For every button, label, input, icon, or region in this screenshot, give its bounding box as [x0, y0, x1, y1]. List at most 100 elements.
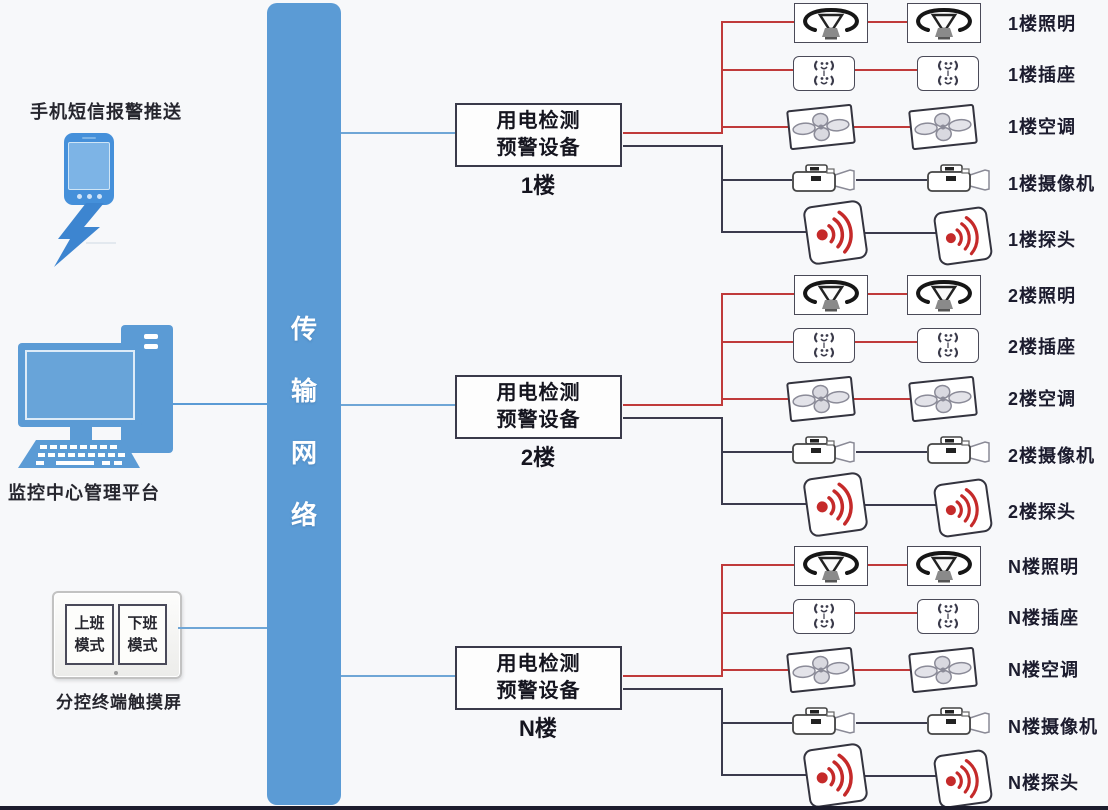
signal-branch-detector [721, 503, 807, 505]
power-line [623, 404, 722, 406]
power-branch-ac [721, 126, 789, 128]
ceiling-light-icon [794, 546, 868, 586]
signal-link-camera [856, 722, 927, 724]
lightning-icon [54, 203, 104, 267]
camera-icon [790, 434, 857, 467]
ceiling-light-icon [907, 275, 981, 315]
ceiling-light-icon [794, 3, 868, 43]
row-label-camera: 1楼摄像机 [1008, 174, 1096, 194]
power-link-ac [849, 669, 911, 671]
floor-group: 用电检测 预警设备 1楼 1楼照明 [0, 0, 1108, 267]
power-bus [721, 564, 723, 677]
wireless-link-line [86, 242, 116, 244]
power-bus [721, 21, 723, 134]
detector-icon [802, 742, 869, 809]
row-label-camera: 2楼摄像机 [1008, 446, 1096, 466]
power-branch-socket [721, 69, 794, 71]
socket-icon [917, 56, 979, 91]
ceiling-light-icon [907, 3, 981, 43]
trunk-char: 络 [290, 500, 317, 530]
detector-icon [802, 471, 869, 538]
row-label-detector: 2楼探头 [1008, 502, 1077, 522]
signal-link-camera [856, 451, 927, 453]
row-label-lighting: 1楼照明 [1008, 14, 1077, 34]
row-label-ac: 2楼空调 [1008, 389, 1077, 409]
touchscreen-network-line [178, 627, 267, 629]
power-line [623, 675, 722, 677]
floor-label: 1楼 [520, 173, 556, 198]
row-label-detector: N楼探头 [1008, 773, 1079, 793]
phone-icon [64, 133, 114, 205]
floor-label: 2楼 [520, 445, 556, 470]
touchscreen-label: 分控终端触摸屏 [56, 693, 182, 712]
signal-branch-detector [721, 774, 807, 776]
network-to-device-line [341, 404, 455, 406]
computer-network-line [172, 403, 267, 405]
ceiling-light-icon [794, 275, 868, 315]
row-label-socket: 1楼插座 [1008, 65, 1077, 85]
panel-home-dot [114, 671, 118, 675]
ceiling-light-icon [907, 546, 981, 586]
power-link-lighting [864, 564, 908, 566]
power-link-lighting [864, 293, 908, 295]
row-label-lighting: N楼照明 [1008, 557, 1079, 577]
signal-line [623, 417, 722, 419]
row-label-socket: 2楼插座 [1008, 337, 1077, 357]
signal-link-detector [859, 504, 937, 506]
phone-speaker [82, 137, 96, 139]
row-label-ac: N楼空调 [1008, 660, 1079, 680]
detection-box-line2: 预警设备 [496, 409, 581, 431]
power-link-lighting [864, 21, 908, 23]
row-label-lighting: 2楼照明 [1008, 286, 1077, 306]
transmission-network-label: 传 输 网 络 [267, 309, 341, 532]
camera-icon [790, 162, 857, 195]
offwork-mode-button: 下班 模式 [118, 604, 167, 665]
row-label-ac: 1楼空调 [1008, 117, 1077, 137]
power-branch-ac [721, 669, 789, 671]
signal-line [623, 145, 722, 147]
power-link-ac [849, 398, 911, 400]
row-label-detector: 1楼探头 [1008, 230, 1077, 250]
air-conditioner-fan-icon [908, 103, 978, 151]
power-branch-socket [721, 341, 794, 343]
detector-icon [802, 199, 869, 266]
detection-box-line2: 预警设备 [496, 680, 581, 702]
air-conditioner-fan-icon [786, 646, 856, 694]
power-bus [721, 293, 723, 406]
power-line [623, 132, 722, 134]
bottom-border-line [0, 806, 1108, 810]
floor-label: N楼 [519, 716, 557, 741]
camera-icon [790, 705, 857, 738]
signal-branch-detector [721, 231, 807, 233]
power-branch-lighting [721, 293, 795, 295]
detection-device-box: 用电检测 预警设备 [455, 103, 622, 167]
phone-push-label: 手机短信报警推送 [30, 102, 182, 122]
signal-link-camera [856, 179, 927, 181]
detection-box-line2: 预警设备 [496, 137, 581, 159]
detector-icon [932, 205, 994, 267]
signal-link-detector [859, 775, 937, 777]
transmission-network-bar: 传 输 网 络 [267, 3, 341, 805]
socket-icon [793, 56, 855, 91]
power-link-ac [849, 126, 911, 128]
detector-icon [932, 477, 994, 539]
signal-line [623, 688, 722, 690]
power-branch-ac [721, 398, 789, 400]
row-label-socket: N楼插座 [1008, 608, 1079, 628]
camera-icon [925, 705, 992, 738]
network-to-device-line [341, 675, 455, 677]
power-link-socket [852, 69, 918, 71]
detection-box-line1: 用电检测 [496, 382, 581, 404]
floor-group: 用电检测 预警设备 2楼 2楼照明 [0, 272, 1108, 539]
air-conditioner-fan-icon [908, 375, 978, 423]
power-branch-socket [721, 612, 794, 614]
power-link-socket [852, 341, 918, 343]
trunk-char: 输 [290, 376, 317, 406]
camera-icon [925, 434, 992, 467]
air-conditioner-fan-icon [786, 375, 856, 423]
detection-box-line1: 用电检测 [496, 653, 581, 675]
signal-bus [721, 145, 723, 233]
power-link-socket [852, 612, 918, 614]
monitor-center-label: 监控中心管理平台 [8, 483, 160, 503]
detection-device-box: 用电检测 预警设备 [455, 375, 622, 439]
